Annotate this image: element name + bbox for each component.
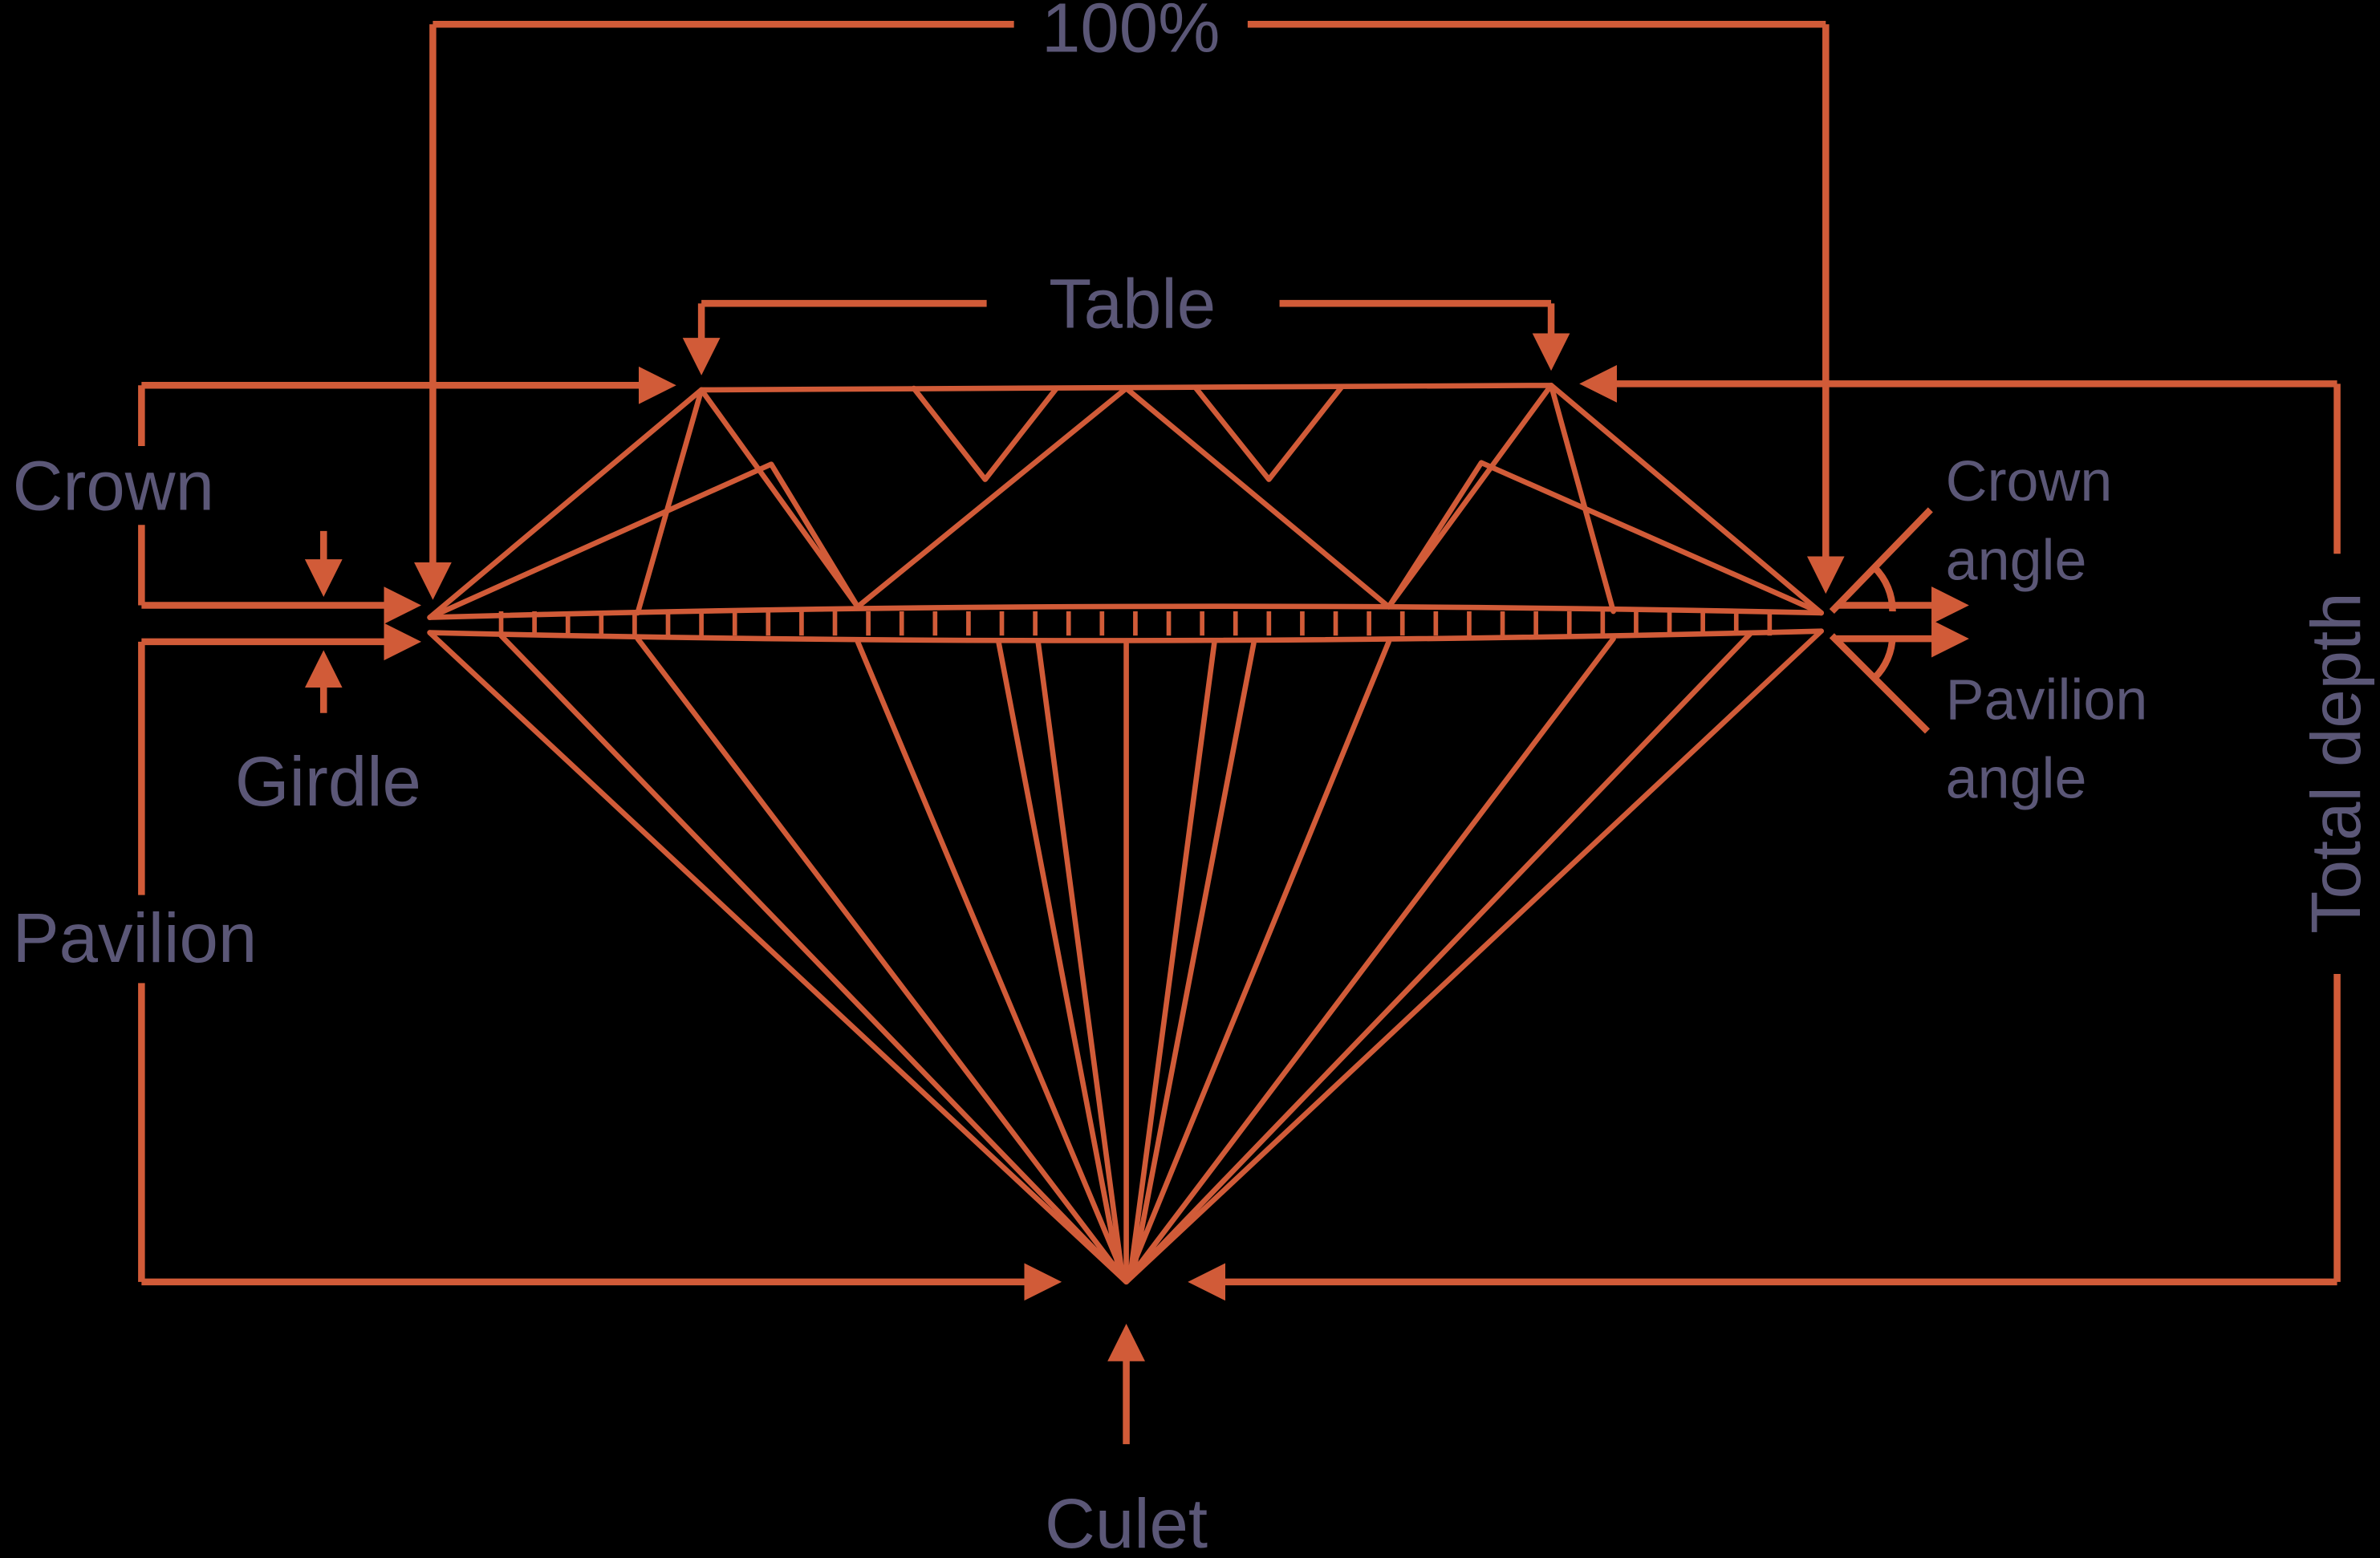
label-pavilion-angle-line1: Pavilion bbox=[1946, 667, 2148, 732]
label-crown-angle-line1: Crown bbox=[1946, 449, 2113, 513]
crown-facets bbox=[427, 382, 1824, 620]
label-girdle: Girdle bbox=[235, 743, 421, 821]
label-crown-angle-line2: angle bbox=[1946, 528, 2087, 592]
girdle-ticks bbox=[498, 611, 1773, 636]
label-culet: Culet bbox=[1045, 1485, 1208, 1558]
label-pavilion-angle-line2: angle bbox=[1946, 747, 2087, 811]
angle-arcs bbox=[1871, 565, 1896, 681]
diamond-drawing bbox=[427, 382, 1824, 1285]
labels: 100% Table Crown Girdle Pavilion Culet T… bbox=[13, 0, 2375, 1558]
label-table: Table bbox=[1049, 265, 1216, 343]
label-total-width: 100% bbox=[1042, 0, 1220, 67]
measurements bbox=[138, 21, 2341, 1445]
pavilion-facets bbox=[498, 631, 1753, 1285]
label-total-depth: Total depth bbox=[2297, 592, 2375, 934]
label-pavilion: Pavilion bbox=[13, 899, 258, 977]
label-crown: Crown bbox=[13, 447, 214, 525]
angle-slant-lines bbox=[1829, 507, 1933, 734]
